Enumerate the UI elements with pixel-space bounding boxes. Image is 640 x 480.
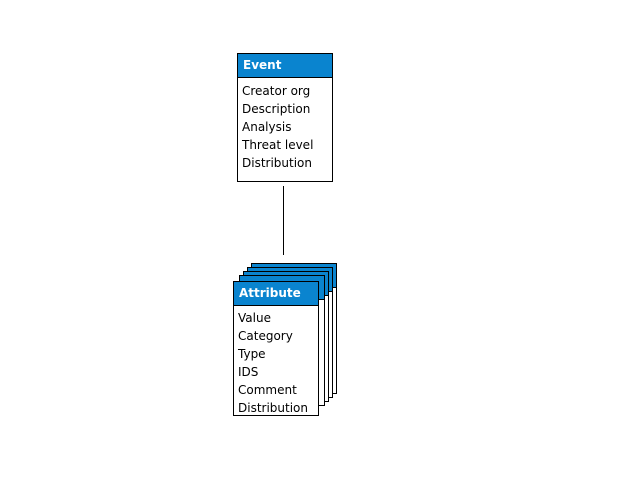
event-field: Creator org: [242, 84, 311, 98]
event-field-list: Creator org Description Analysis Threat …: [238, 78, 332, 172]
event-field: Analysis: [242, 120, 292, 134]
attribute-field-list: Value Category Type IDS Comment Distribu…: [234, 306, 318, 417]
attribute-entity-title: Attribute: [234, 282, 318, 306]
event-field: Description: [242, 102, 311, 116]
attribute-field: Category: [238, 329, 293, 343]
attribute-field: Value: [238, 311, 271, 325]
relationship-connector-line: [283, 186, 284, 255]
attribute-field: Distribution: [238, 401, 309, 415]
event-entity-box: Event Creator org Description Analysis T…: [237, 53, 333, 182]
event-field: Threat level: [242, 138, 314, 152]
event-field: Distribution: [242, 156, 313, 170]
attribute-field: Comment: [238, 383, 297, 397]
event-entity-title: Event: [238, 54, 332, 78]
attribute-entity-box: Attribute Value Category Type IDS Commen…: [233, 281, 319, 416]
attribute-field: Type: [238, 347, 266, 361]
attribute-field: IDS: [238, 365, 259, 379]
